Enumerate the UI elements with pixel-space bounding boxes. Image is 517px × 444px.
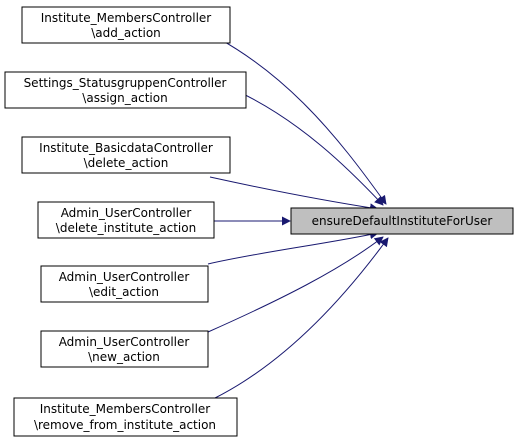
edge-new-action	[207, 236, 384, 333]
caller-node-line1: Admin_UserController	[59, 270, 190, 284]
caller-node-line1: Settings_StatusgruppenController	[24, 76, 227, 90]
caller-node-line1: Institute_MembersController	[40, 402, 211, 416]
edge-delete-action	[209, 176, 379, 213]
caller-node-line2: \assign_action	[82, 91, 167, 105]
caller-node-assign-action[interactable]: Settings_StatusgruppenController \assign…	[4, 71, 247, 109]
caller-node-add-action[interactable]: Institute_MembersController \add_action	[21, 6, 231, 44]
target-node[interactable]: ensureDefaultInstituteForUser	[290, 207, 514, 235]
caller-node-line1: Institute_MembersController	[41, 11, 212, 25]
caller-node-delete-action[interactable]: Institute_BasicdataController \delete_ac…	[21, 136, 231, 174]
target-node-label: ensureDefaultInstituteForUser	[312, 214, 493, 228]
caller-node-remove-from-institute-action[interactable]: Institute_MembersController \remove_from…	[13, 397, 238, 437]
edge-remove-from-institute-action	[214, 237, 389, 399]
edge-edit-action	[207, 230, 379, 265]
caller-node-line2: \delete_institute_action	[56, 221, 196, 235]
caller-node-new-action[interactable]: Admin_UserController \new_action	[40, 330, 209, 368]
caller-node-line2: \edit_action	[89, 285, 159, 299]
caller-node-line2: \new_action	[88, 350, 160, 364]
caller-node-edit-action[interactable]: Admin_UserController \edit_action	[40, 265, 209, 303]
caller-node-delete-institute-action[interactable]: Admin_UserController \delete_institute_a…	[37, 201, 215, 239]
caller-node-line1: Admin_UserController	[61, 206, 192, 220]
caller-node-line2: \add_action	[91, 26, 161, 40]
caller-node-line2: \delete_action	[84, 156, 169, 170]
edge-assign-action	[234, 89, 384, 206]
caller-node-line2: \remove_from_institute_action	[34, 418, 216, 432]
caller-node-line1: Institute_BasicdataController	[39, 141, 213, 155]
caller-node-line1: Admin_UserController	[59, 335, 190, 349]
